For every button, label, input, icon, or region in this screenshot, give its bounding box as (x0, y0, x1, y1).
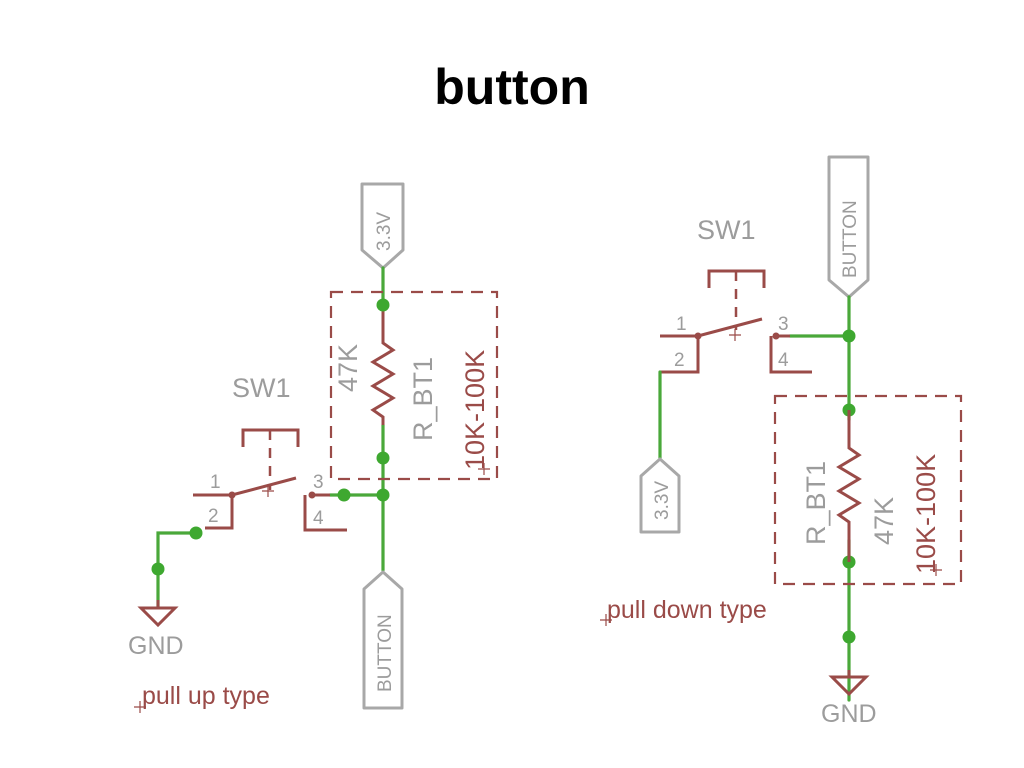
pull-up-output-label: BUTTON (375, 614, 396, 692)
pull-up-resistor-value: 47K (333, 344, 363, 392)
pull-down-switch: SW1 1 2 3 4 (660, 215, 812, 374)
pull-up-resistor-symbol (370, 305, 396, 425)
pull-down-resistor-symbol (836, 410, 862, 562)
pull-down-resistor-frame (773, 394, 963, 586)
pull-up-resistor-frame (329, 290, 499, 481)
pull-up-pin4: 4 (313, 508, 324, 529)
pull-up-supply-label: 3.3V (374, 212, 395, 251)
pull-down-resistor-value: 47K (869, 497, 899, 545)
pull-down-caption: pull down type (607, 596, 767, 624)
pull-down-ground-symbol: GND (821, 670, 877, 728)
slide-title: button (434, 59, 590, 115)
pull-down-resistor-range: 10K-100K (911, 454, 941, 574)
pull-up-resistor-name: R_BT1 (408, 357, 438, 441)
pull-up-caption: pull up type (142, 682, 270, 710)
pull-down-supply-port: 3.3V (639, 457, 681, 534)
pull-down-pin1: 1 (676, 314, 687, 335)
pull-up-supply-port: 3.3V (360, 182, 405, 270)
pull-up-output-port: BUTTON (362, 570, 404, 710)
pull-up-ground-symbol: GND (128, 600, 184, 660)
pull-down-output-port: BUTTON (827, 155, 870, 299)
pull-down-circuit: BUTTON SW1 1 2 3 4 (600, 155, 963, 728)
pull-up-resistor-range: 10K-100K (460, 350, 490, 470)
pull-down-output-label: BUTTON (840, 200, 861, 278)
pull-up-pin1: 1 (210, 472, 221, 493)
pull-up-circuit: 3.3V 47K R_BT1 10K-100K SW1 (128, 182, 499, 713)
pull-down-pin2: 2 (674, 350, 685, 371)
pull-up-pin2: 2 (208, 506, 219, 527)
pull-down-pin4: 4 (778, 350, 789, 371)
pull-down-ground-label: GND (821, 700, 877, 728)
pull-down-pin3: 3 (778, 314, 789, 335)
pull-down-resistor-name: R_BT1 (801, 461, 831, 545)
pull-up-switch-name: SW1 (232, 373, 291, 403)
pull-up-ground-label: GND (128, 632, 184, 660)
pull-down-switch-name: SW1 (697, 215, 756, 245)
pull-up-switch: SW1 1 2 3 4 (193, 373, 347, 532)
pull-down-supply-label: 3.3V (652, 481, 673, 520)
pull-up-pin3: 3 (313, 472, 324, 493)
